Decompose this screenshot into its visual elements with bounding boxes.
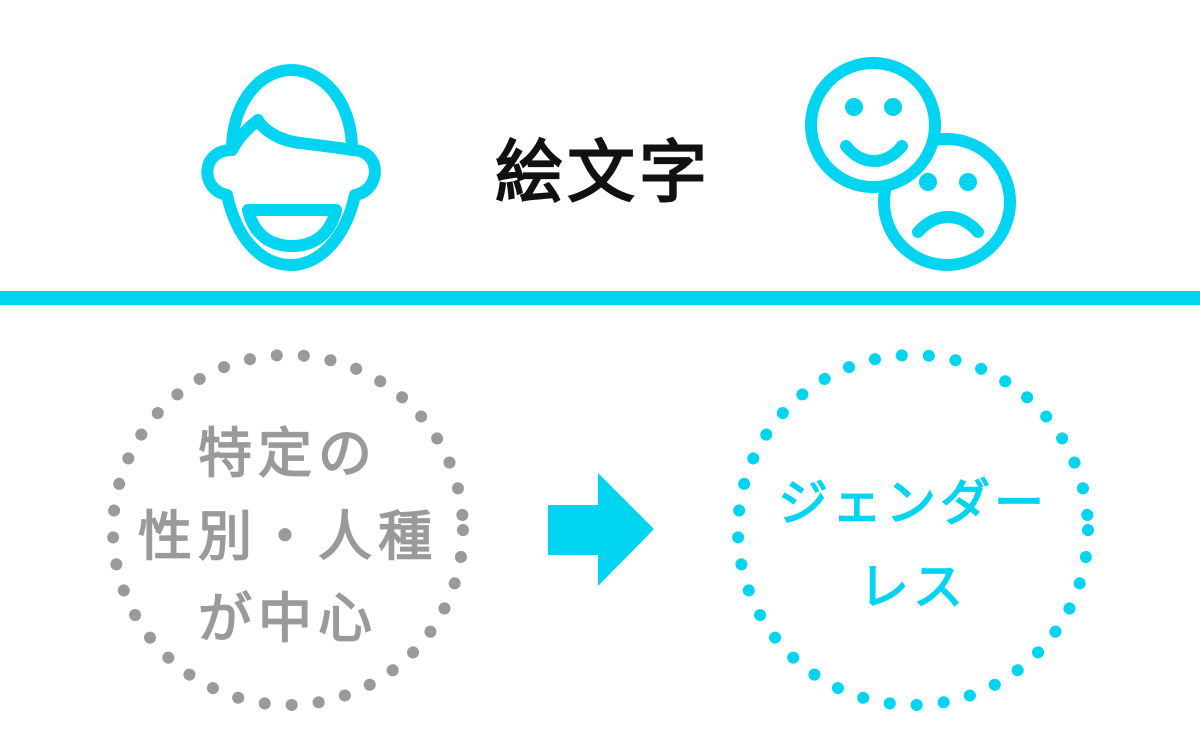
sad-face-eye-left <box>919 173 937 191</box>
mouth <box>242 204 342 252</box>
after-text: ジェンダー レス <box>778 474 1048 616</box>
hair-line <box>226 114 358 156</box>
happy-face-eye-right <box>884 98 902 116</box>
person-face-icon <box>201 64 381 271</box>
after-line-1: ジェンダー <box>778 474 1048 532</box>
after-line-2: レス <box>859 558 967 616</box>
happy-sad-faces-icon <box>805 57 1016 271</box>
after-dotted-circle <box>732 349 1094 711</box>
sad-face-eye-right <box>959 173 977 191</box>
happy-face-mouth <box>840 140 908 167</box>
sad-face-mouth <box>912 211 984 238</box>
page-title: 絵文字 <box>495 134 711 213</box>
right-arrow-icon <box>548 473 654 586</box>
happy-face <box>805 57 941 193</box>
before-text: 特定の 性別・人種 が中心 <box>138 422 438 650</box>
before-dotted-circle <box>107 349 469 711</box>
before-line-2: 性別・人種 <box>138 505 438 568</box>
before-line-3: が中心 <box>198 587 378 650</box>
divider <box>0 291 1200 305</box>
head-outline <box>201 64 381 271</box>
happy-face-eye-left <box>845 98 863 116</box>
before-line-1: 特定の <box>198 422 378 485</box>
